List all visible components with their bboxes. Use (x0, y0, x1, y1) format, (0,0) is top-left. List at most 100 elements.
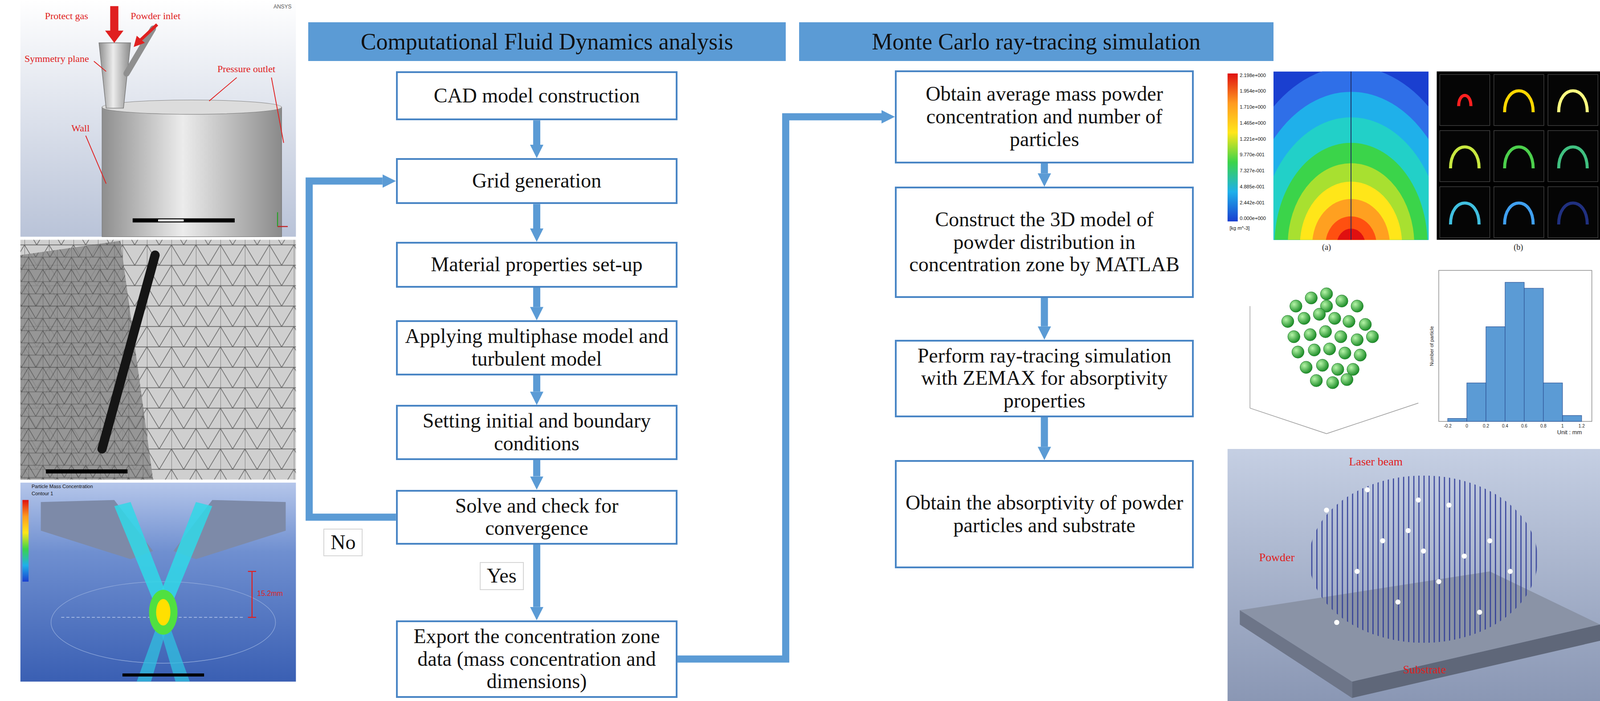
powder-particle (1507, 568, 1513, 574)
flow-arrow (533, 544, 541, 608)
flow-arrow (533, 120, 541, 145)
box-text: Computational Fluid Dynamics analysis (360, 28, 734, 55)
edge-label: No (323, 528, 363, 557)
annotation-label: 1 (1561, 423, 1564, 429)
gas-arrow (105, 6, 124, 43)
axis-line (1249, 306, 1251, 409)
focus-core (155, 599, 171, 626)
box-text: Material properties set-up (430, 253, 643, 277)
particle (1305, 291, 1318, 304)
slice-outline (1504, 146, 1534, 169)
dimension-line (248, 616, 257, 618)
annotation-label: 1.465e+000 (1239, 120, 1266, 127)
powder-particle (1354, 568, 1360, 574)
axis-line (1326, 403, 1419, 434)
box-text: Setting initial and boundary conditions (403, 409, 671, 455)
particle (1320, 287, 1333, 300)
particle (1359, 318, 1372, 331)
flow-arrow (1040, 163, 1049, 174)
scale-bar (132, 218, 235, 223)
slice-cell (1493, 130, 1544, 182)
particle (1291, 346, 1304, 359)
flow-arrow (309, 181, 396, 518)
box-text: Grid generation (472, 169, 602, 193)
flow-arrow (533, 375, 541, 392)
color-bar (1227, 73, 1238, 222)
section-header: Monte Carlo ray-tracing simulation (799, 22, 1274, 62)
annotation-label: 2.442e-001 (1239, 200, 1265, 206)
slice-cell (1493, 74, 1544, 126)
histogram (1438, 270, 1592, 422)
slice-outline (1504, 90, 1534, 113)
leader-line (271, 77, 284, 143)
dimension-line (248, 571, 257, 572)
process-box: Obtain the absorptivity of powder partic… (894, 460, 1194, 569)
powder-particle (1364, 487, 1370, 493)
annotation-label: 0.000e+000 (1239, 215, 1266, 222)
box-text: Monte Carlo ray-tracing simulation (871, 28, 1201, 55)
slice-cell (1439, 74, 1490, 126)
process-box: Solve and check for convergence (395, 489, 678, 545)
annotation-label: 9.770e-001 (1239, 151, 1265, 158)
box-text: Obtain the absorptivity of powder partic… (902, 491, 1187, 537)
leader-line (85, 135, 107, 184)
annotation-label: Contour 1 (31, 490, 54, 497)
process-box: Applying multiphase model and turbulent … (395, 320, 678, 376)
domain-cylinder (102, 107, 282, 237)
colorbar-ground (1227, 71, 1274, 240)
symmetry-line (1350, 71, 1352, 240)
particle (1304, 328, 1317, 341)
process-box: Grid generation (395, 158, 678, 205)
slice-outline (1458, 95, 1471, 107)
slice-cell (1439, 186, 1490, 238)
slice-cell (1493, 186, 1544, 238)
annotation-label: Powder (1259, 551, 1295, 565)
flow-arrow (1040, 297, 1049, 327)
histogram-bar (1466, 383, 1486, 422)
axis-triad (277, 225, 288, 227)
histogram-bar (1485, 326, 1506, 422)
flow-arrow (677, 116, 882, 660)
nozzle-geometry (20, 0, 297, 237)
particle-cloud (1249, 287, 1419, 434)
process-box: Export the concentration zone data (mass… (395, 620, 678, 698)
powder-particle (1334, 620, 1339, 625)
scene-ground (1227, 448, 1600, 701)
powder-arrow (140, 24, 158, 40)
slice-cell (1439, 130, 1490, 182)
leader-line (209, 77, 237, 102)
powder-particle (1487, 538, 1493, 544)
annotation-label: Particle Mass Concentration (31, 483, 94, 490)
annotation-label: Symmetry plane (24, 53, 90, 65)
histogram-bar (1447, 418, 1467, 422)
particle (1289, 300, 1303, 313)
powder-particle (1477, 609, 1482, 615)
particle (1335, 294, 1348, 307)
slice-cell (1547, 130, 1598, 182)
flow-arrow (533, 460, 541, 477)
box-text: Construct the 3D model of powder distrib… (902, 208, 1187, 277)
panel-ground (20, 0, 297, 237)
annotation-label: 4.885e-001 (1239, 183, 1265, 190)
powder-particle (1395, 599, 1401, 605)
particle (1342, 315, 1356, 328)
particle (1313, 308, 1326, 321)
scale-bar (45, 469, 128, 474)
particle (1366, 330, 1379, 343)
mesh-wall (20, 240, 154, 480)
box-text: CAD model construction (433, 84, 641, 108)
process-box: Setting initial and boundary conditions (395, 404, 678, 460)
box-text: Obtain average mass powder concentration… (902, 82, 1187, 151)
annotation-label: 1.710e+000 (1239, 104, 1266, 111)
particle (1319, 325, 1332, 338)
process-box: Material properties set-up (395, 241, 678, 288)
process-box: Construct the 3D model of powder distrib… (894, 186, 1194, 298)
particle (1338, 346, 1352, 360)
mesh-view (20, 239, 297, 480)
process-box: Obtain average mass powder concentration… (894, 70, 1194, 164)
annotation-label: Substrate (1403, 663, 1447, 677)
box-text: Export the concentration zone data (mass… (403, 625, 671, 694)
annotation-label: (a) (1322, 242, 1331, 253)
arc-line (51, 581, 276, 664)
